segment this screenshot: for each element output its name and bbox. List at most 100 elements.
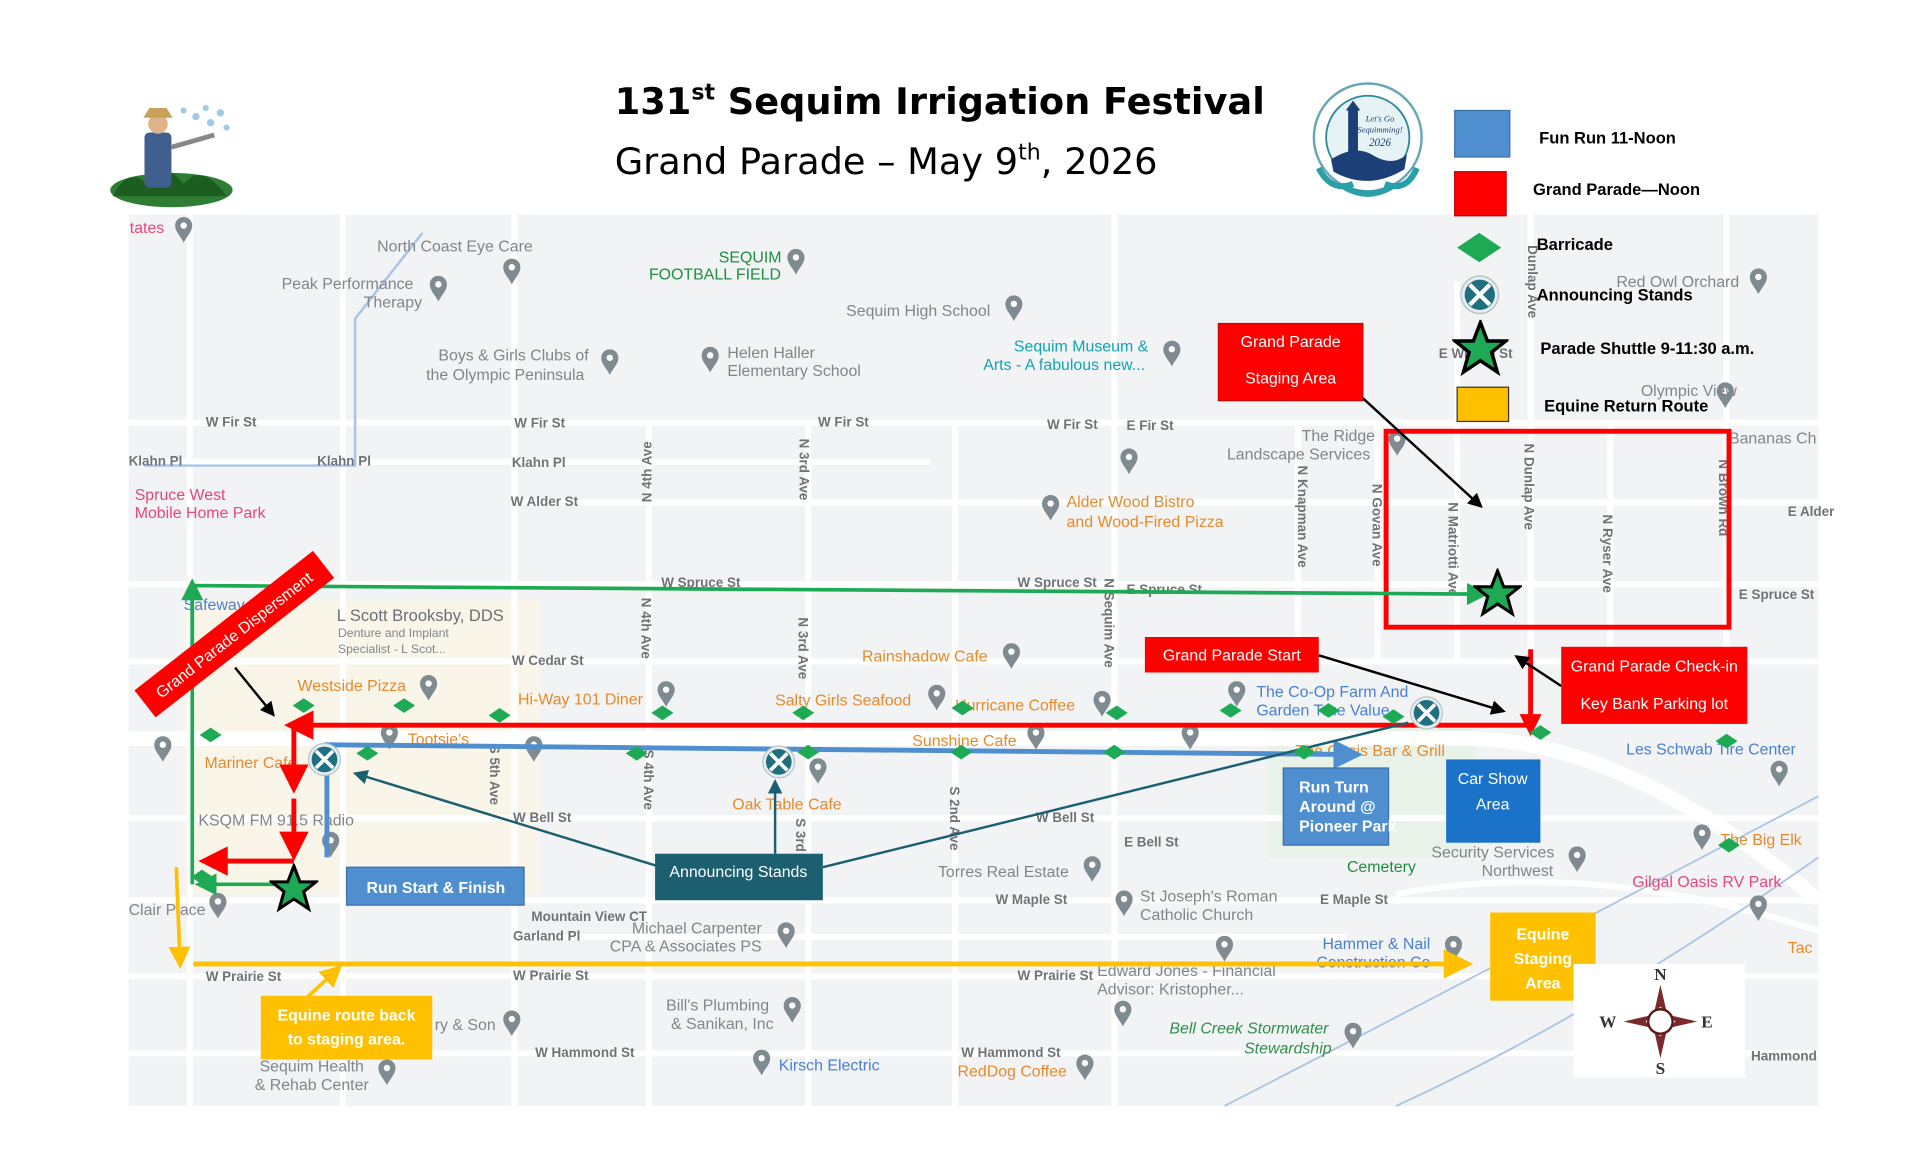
- place-label[interactable]: & Rehab Center: [255, 1077, 370, 1094]
- equine-route-swatch: [1456, 386, 1510, 423]
- place-label[interactable]: Kirsch Electric: [779, 1057, 880, 1074]
- place-label[interactable]: Westside Pizza: [298, 678, 407, 695]
- street-label: N Knapman Ave: [1295, 466, 1310, 569]
- callout-text: Grand Parade: [1241, 334, 1341, 351]
- legend-grand-parade: Grand Parade—Noon: [1533, 180, 1700, 199]
- place-label[interactable]: KSQM FM 91.5 Radio: [198, 813, 354, 830]
- callout-text: to staging area.: [288, 1032, 406, 1049]
- place-label[interactable]: Northwest: [1482, 863, 1554, 880]
- place-label[interactable]: Security Services: [1431, 844, 1554, 861]
- place-label[interactable]: CPA & Associates PS: [610, 939, 762, 956]
- street-label: N Ryser Ave: [1600, 515, 1615, 594]
- place-label[interactable]: St Joseph's Roman: [1140, 888, 1277, 905]
- street-label: W Hammond St: [961, 1045, 1061, 1060]
- place-label[interactable]: Landscape Services: [1227, 446, 1370, 463]
- callout-text: Car Show: [1458, 771, 1528, 788]
- street-label: N 3rd Ave: [797, 439, 812, 501]
- place-label[interactable]: the Olympic Peninsula: [426, 367, 584, 384]
- street-label: S 5th Ave: [487, 745, 502, 806]
- place-label[interactable]: Therapy: [364, 295, 422, 312]
- place-label[interactable]: Tac: [1788, 940, 1813, 957]
- place-label[interactable]: Hi-Way 101 Diner: [518, 691, 644, 708]
- place-label[interactable]: The Big Elk: [1720, 832, 1801, 849]
- place-label[interactable]: Mariner Cafe: [204, 755, 296, 772]
- place-label[interactable]: Helen Haller: [727, 345, 815, 362]
- place-label[interactable]: Sunshine Cafe: [912, 733, 1016, 750]
- place-label[interactable]: Elementary School: [727, 363, 861, 380]
- announcing-stands-callout[interactable]: Announcing Stands: [655, 853, 823, 901]
- place-label[interactable]: RedDog Coffee: [958, 1064, 1068, 1081]
- place-label[interactable]: FOOTBALL FIELD: [649, 266, 781, 283]
- place-label[interactable]: Denture and Implant: [338, 626, 449, 640]
- place-label[interactable]: Alder Wood Bistro: [1067, 494, 1195, 511]
- place-label[interactable]: Hammer & Nail: [1322, 936, 1430, 953]
- farmer-irrigation-illustration: [110, 104, 233, 208]
- street-label: E Spruce St: [1739, 587, 1815, 602]
- place-label[interactable]: Rainshadow Cafe: [862, 648, 988, 665]
- place-label[interactable]: Oak Table Cafe: [732, 797, 842, 814]
- place-label[interactable]: and Wood-Fired Pizza: [1067, 514, 1224, 531]
- place-label[interactable]: tates: [130, 220, 165, 237]
- place-label[interactable]: The Co-Op Farm And: [1256, 684, 1408, 701]
- place-label[interactable]: Cemetery: [1347, 859, 1416, 876]
- place-label[interactable]: Peak Performance: [282, 276, 414, 293]
- place-label[interactable]: Safeway: [184, 597, 245, 614]
- place-label[interactable]: Bill's Plumbing: [666, 997, 769, 1014]
- run-turnaround-callout[interactable]: Run Turn Around @ Pioneer Park: [1282, 767, 1397, 846]
- callout-text: Grand Parade Check-in: [1571, 658, 1738, 675]
- street-label: W Fir St: [1047, 417, 1098, 432]
- place-label[interactable]: Olympic View: [1641, 383, 1738, 400]
- announcing-stand-icon[interactable]: [1409, 695, 1444, 731]
- run-start-callout[interactable]: Run Start & Finish: [345, 866, 525, 906]
- street-label: S 4th Ave: [641, 750, 656, 811]
- callout-text: Pioneer Park: [1299, 819, 1396, 836]
- place-label[interactable]: Bell Creek Stormwater: [1169, 1021, 1329, 1038]
- place-label[interactable]: Red Owl Orchard: [1616, 274, 1739, 291]
- place-label[interactable]: & Sanikan, Inc: [671, 1016, 774, 1033]
- street-label: Klahn Pl: [512, 455, 566, 470]
- street-label: W Prairie St: [206, 969, 282, 984]
- parade-start-callout[interactable]: Grand Parade Start: [1144, 636, 1319, 673]
- place-label[interactable]: Arts - A fabulous new...: [983, 357, 1145, 374]
- place-label[interactable]: Bananas Ch: [1729, 431, 1817, 448]
- place-label[interactable]: Catholic Church: [1140, 907, 1253, 924]
- callout-text: Around @: [1299, 799, 1375, 816]
- equine-return-down: [168, 867, 191, 969]
- equine-route-callout[interactable]: Equine route back to staging area.: [260, 995, 433, 1060]
- place-label[interactable]: Stewardship: [1244, 1040, 1332, 1057]
- place-label[interactable]: The Ridge: [1302, 428, 1376, 445]
- staging-area-callout[interactable]: Grand Parade Staging Area: [1217, 322, 1364, 402]
- logo-text: Sequimming!: [1357, 125, 1402, 135]
- place-label[interactable]: Spruce West: [135, 487, 226, 504]
- legend-announcing-stands: Announcing Stands: [1537, 285, 1693, 304]
- place-label[interactable]: Salty Girls Seafood: [775, 693, 911, 710]
- place-label[interactable]: Sequim High School: [846, 303, 990, 320]
- street-label: Dunlap Ave: [1525, 245, 1540, 319]
- place-label[interactable]: Michael Carpenter: [632, 920, 763, 937]
- legend: Fun Run 11-Noon Grand Parade—Noon Barric…: [1453, 109, 1754, 423]
- place-label[interactable]: SEQUIM: [719, 249, 782, 266]
- announcing-stand-icon[interactable]: [307, 742, 342, 777]
- place-label[interactable]: Mobile Home Park: [135, 505, 266, 522]
- street-label: W Fir St: [818, 414, 869, 429]
- place-label[interactable]: Boys & Girls Clubs of: [438, 347, 589, 364]
- place-label[interactable]: ry & Son: [435, 1017, 496, 1034]
- place-label[interactable]: Specialist - L Scot...: [338, 642, 446, 656]
- place-label[interactable]: Clair Place: [129, 902, 206, 919]
- place-label[interactable]: North Coast Eye Care: [377, 238, 533, 255]
- checkin-callout[interactable]: Grand Parade Check-in Key Bank Parking l…: [1561, 646, 1748, 724]
- place-label[interactable]: Gilgal Oasis RV Park: [1632, 874, 1781, 891]
- announcing-pointer-1: [352, 769, 662, 869]
- place-label[interactable]: Torres Real Estate: [938, 864, 1069, 881]
- place-label[interactable]: Les Schwab Tire Center: [1626, 742, 1796, 759]
- place-label[interactable]: L Scott Brooksby, DDS: [337, 606, 504, 625]
- place-label[interactable]: Advisor: Kristopher...: [1097, 982, 1244, 999]
- announcing-stand-icon[interactable]: [761, 744, 796, 780]
- car-show-callout[interactable]: Car Show Area: [1446, 759, 1541, 843]
- legend-equine-return: Equine Return Route: [1544, 397, 1708, 416]
- place-label[interactable]: Hurricane Coffee: [955, 697, 1075, 714]
- place-label[interactable]: Edward Jones - Financial: [1097, 963, 1276, 980]
- callout-text: Key Bank Parking lot: [1580, 696, 1728, 713]
- place-label[interactable]: Sequim Health: [260, 1059, 364, 1076]
- place-label[interactable]: Sequim Museum &: [1014, 339, 1149, 356]
